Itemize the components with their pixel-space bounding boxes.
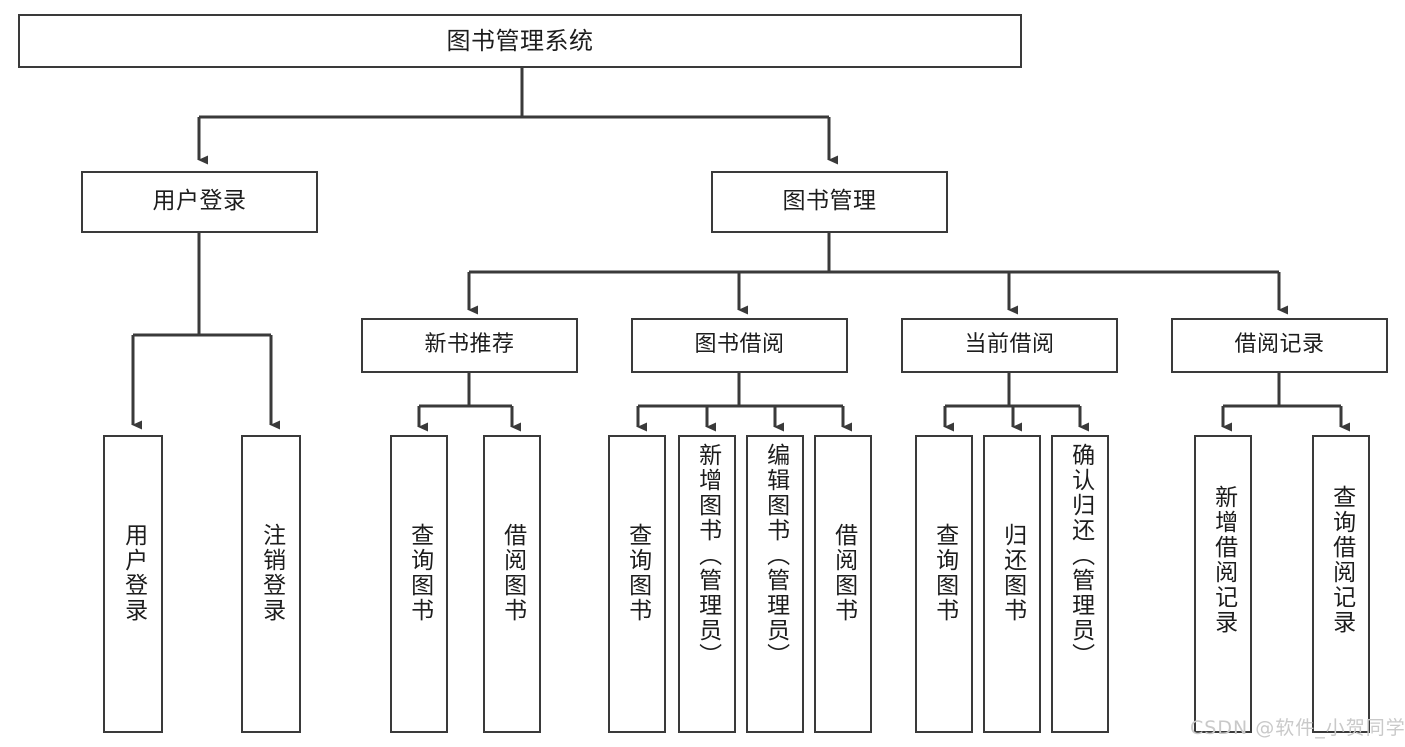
node-root-book-management-system[interactable]: 图书管理系统 bbox=[18, 14, 1022, 68]
node-label: 用户登录 bbox=[120, 523, 147, 623]
node-label: 确认归还（管理员） bbox=[1067, 443, 1094, 668]
node-label: 借阅图书 bbox=[830, 523, 857, 623]
node-label: 新增借阅记录 bbox=[1210, 485, 1237, 635]
leaf-book-borrow-add-book-admin[interactable]: 新增图书（管理员） bbox=[678, 435, 736, 733]
node-label: 查询图书 bbox=[624, 523, 651, 623]
node-label: 用户登录 bbox=[152, 188, 247, 215]
csdn-watermark: CSDN @软件_小贺同学 bbox=[1190, 717, 1405, 739]
leaf-new-book-query-books[interactable]: 查询图书 bbox=[390, 435, 448, 733]
node-user-login[interactable]: 用户登录 bbox=[81, 171, 318, 233]
leaf-borrow-record-query-record[interactable]: 查询借阅记录 bbox=[1312, 435, 1370, 733]
leaf-user-login-login[interactable]: 用户登录 bbox=[103, 435, 163, 733]
node-label: 注销登录 bbox=[258, 523, 285, 623]
leaf-current-borrow-return-books[interactable]: 归还图书 bbox=[983, 435, 1041, 733]
node-label: 归还图书 bbox=[999, 523, 1026, 623]
leaf-current-borrow-query-books[interactable]: 查询图书 bbox=[915, 435, 973, 733]
node-label: 查询图书 bbox=[931, 523, 958, 623]
leaf-borrow-record-add-record[interactable]: 新增借阅记录 bbox=[1194, 435, 1252, 733]
leaf-current-borrow-confirm-return-admin[interactable]: 确认归还（管理员） bbox=[1051, 435, 1109, 733]
node-label: 图书管理 bbox=[782, 188, 877, 215]
node-label: 编辑图书（管理员） bbox=[762, 443, 789, 668]
node-label: 新增图书（管理员） bbox=[694, 443, 721, 668]
node-book-management[interactable]: 图书管理 bbox=[711, 171, 948, 233]
node-current-borrow[interactable]: 当前借阅 bbox=[901, 318, 1118, 373]
node-label: 借阅图书 bbox=[499, 523, 526, 623]
node-borrow-record[interactable]: 借阅记录 bbox=[1171, 318, 1388, 373]
leaf-user-login-logout[interactable]: 注销登录 bbox=[241, 435, 301, 733]
node-new-book-recommend[interactable]: 新书推荐 bbox=[361, 318, 578, 373]
leaf-book-borrow-query-books[interactable]: 查询图书 bbox=[608, 435, 666, 733]
node-label: 查询借阅记录 bbox=[1328, 485, 1355, 635]
leaf-new-book-borrow-books[interactable]: 借阅图书 bbox=[483, 435, 541, 733]
node-label: 图书借阅 bbox=[694, 332, 785, 358]
node-label: 查询图书 bbox=[406, 523, 433, 623]
node-label: 借阅记录 bbox=[1234, 332, 1325, 358]
leaf-book-borrow-edit-book-admin[interactable]: 编辑图书（管理员） bbox=[746, 435, 804, 733]
leaf-book-borrow-borrow-books[interactable]: 借阅图书 bbox=[814, 435, 872, 733]
node-label: 当前借阅 bbox=[964, 332, 1055, 358]
node-label: 图书管理系统 bbox=[446, 26, 594, 55]
node-book-borrow[interactable]: 图书借阅 bbox=[631, 318, 848, 373]
node-label: 新书推荐 bbox=[424, 332, 515, 358]
